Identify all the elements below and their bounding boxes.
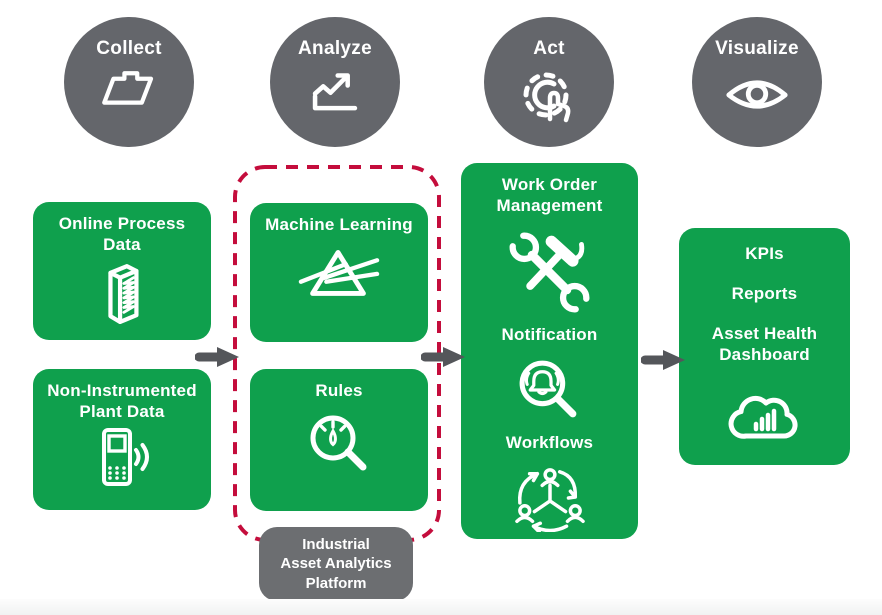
box-machine-learning: Machine Learning — [250, 203, 428, 342]
stage-collect: Collect — [64, 17, 194, 147]
wrench-hammer-icon — [503, 226, 596, 319]
gear-hand-icon — [520, 65, 578, 123]
online-process-data-label: Online Process Data — [58, 214, 186, 254]
stage-visualize: Visualize — [692, 17, 822, 147]
gauge-magnifier-icon — [304, 410, 374, 480]
stage-analyze: Analyze — [270, 17, 400, 147]
platform-line-1: Industrial — [302, 535, 370, 553]
footer-strip — [0, 599, 882, 615]
box-rules: Rules — [250, 369, 428, 511]
arrow-analyze-to-act — [421, 345, 467, 369]
workflows-label: Workflows — [505, 433, 594, 453]
eye-icon — [723, 74, 791, 116]
arrow-collect-to-analyze — [195, 345, 241, 369]
bell-magnifier-icon — [514, 356, 585, 427]
stage-act: Act — [484, 17, 614, 147]
column-coil-icon — [97, 259, 147, 331]
box-work-order-management: Work Order Management Notification W — [461, 163, 638, 539]
workflow-people-icon — [512, 464, 588, 532]
box-non-instrumented-plant-data: Non-Instrumented Plant Data — [33, 369, 211, 510]
folder-icon — [96, 65, 162, 109]
prism-icon — [297, 240, 381, 302]
non-instrumented-label: Non-Instrumented Plant Data — [47, 381, 197, 421]
notification-label: Notification — [501, 325, 598, 345]
reports-label: Reports — [731, 284, 798, 304]
stage-visualize-label: Visualize — [715, 38, 799, 59]
box-visualize-outputs: KPIs Reports Asset Health Dashboard — [679, 228, 850, 465]
stage-analyze-label: Analyze — [298, 38, 372, 59]
box-online-process-data: Online Process Data — [33, 202, 211, 340]
handheld-device-icon — [91, 426, 153, 490]
cloud-bar-chart-icon — [723, 389, 807, 447]
platform-line-2: Asset Analytics — [280, 555, 392, 573]
asset-health-dashboard-label: Asset Health Dashboard — [711, 324, 818, 364]
industrial-asset-analytics-platform-box: Industrial Asset Analytics Platform — [259, 527, 413, 601]
rules-label: Rules — [315, 381, 363, 400]
machine-learning-label: Machine Learning — [265, 215, 413, 234]
arrow-act-to-visualize — [641, 348, 687, 372]
kpis-label: KPIs — [745, 244, 784, 263]
trend-chart-icon — [306, 65, 364, 115]
stage-act-label: Act — [533, 38, 565, 59]
platform-line-3: Platform — [305, 574, 367, 592]
stage-collect-label: Collect — [96, 38, 162, 59]
work-order-title: Work Order Management — [496, 175, 603, 215]
